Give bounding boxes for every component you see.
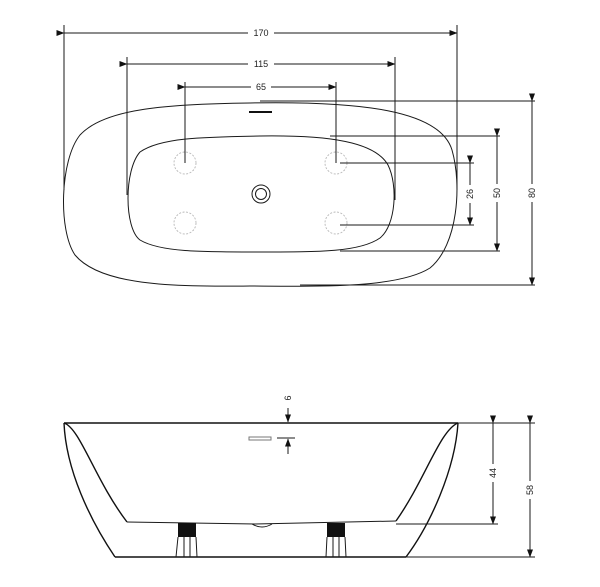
dim-label: 80 (527, 188, 537, 198)
dim-jet-spacing-horizontal: 65 (177, 81, 337, 93)
jet-bottom-left-icon (173, 211, 197, 235)
dim-label: 115 (254, 59, 268, 69)
dim-label: 65 (256, 82, 266, 92)
dim-jet-spacing-vertical: 26 (464, 155, 476, 226)
dim-overall-height: 58 (524, 415, 536, 558)
dim-label: 44 (488, 468, 498, 478)
dim-inner-length: 115 (119, 58, 396, 70)
overflow-slot-icon (248, 436, 272, 441)
drain-outer-icon (251, 184, 271, 204)
dim-inner-width: 50 (491, 128, 503, 252)
dim-inner-depth: 44 (487, 415, 499, 525)
dim-label: 50 (492, 188, 502, 198)
dim-label: 170 (253, 28, 268, 38)
dim-label: 26 (465, 189, 475, 199)
outer-rim-outline (63, 102, 458, 287)
drain-icon (251, 523, 273, 528)
dim-overall-width: 80 (526, 93, 538, 286)
dim-label: 58 (525, 485, 535, 495)
inner-basin-outline (127, 135, 395, 253)
jet-top-left-icon (173, 151, 197, 175)
foot-right-icon (325, 523, 347, 558)
inner-wall-right (395, 422, 459, 522)
basin-bottom-line (126, 520, 397, 525)
jet-bottom-right-icon (324, 211, 348, 235)
side-view: 6 44 58 (63, 395, 536, 558)
outer-shell-right (405, 422, 459, 558)
dim-label: 6 (283, 395, 293, 400)
dim-overall-length: 170 (56, 27, 458, 39)
outer-shell-left (63, 422, 116, 558)
inner-wall-left (63, 422, 128, 523)
top-view: 170 115 65 80 50 26 (56, 25, 538, 287)
foot-left-icon (175, 523, 198, 558)
dim-overflow-offset: 6 (283, 395, 293, 454)
drain-inner-icon (255, 188, 267, 200)
